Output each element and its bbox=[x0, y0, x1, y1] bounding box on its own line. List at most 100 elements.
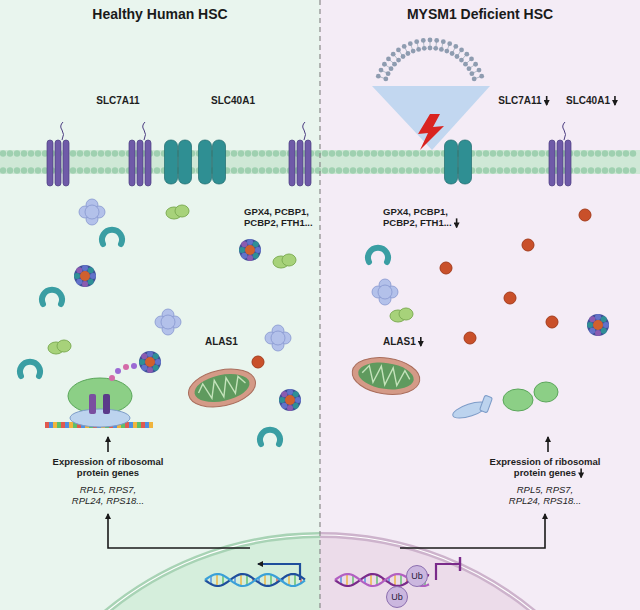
ferritin-cage-part bbox=[82, 265, 88, 271]
cell-membrane-part bbox=[511, 150, 517, 156]
cell-membrane-part bbox=[273, 150, 279, 156]
cell-membrane-part bbox=[336, 167, 342, 173]
lipid-vesicle-part bbox=[439, 47, 444, 52]
lipid-vesicle-part bbox=[389, 66, 394, 71]
cell-membrane-part bbox=[490, 150, 496, 156]
cell-membrane-part bbox=[364, 150, 370, 156]
slc7a11-transporter-part bbox=[289, 140, 295, 186]
dna-helix-part bbox=[205, 574, 305, 586]
mitochondrion-part bbox=[192, 369, 252, 406]
protein-blob bbox=[155, 309, 181, 335]
cell-membrane-part bbox=[350, 167, 356, 173]
annotation-label: RPL5, RPS7, RPL24, RPS18... bbox=[501, 484, 589, 507]
slc7a11-transporter bbox=[129, 122, 151, 186]
ferritin-cage-part bbox=[139, 359, 145, 365]
iron-ion bbox=[504, 292, 516, 304]
cell-membrane-part bbox=[378, 167, 384, 173]
left-background bbox=[0, 0, 320, 610]
ubiquitin-circle: Ub bbox=[386, 586, 408, 608]
mitochondrion-part bbox=[361, 364, 411, 389]
cell-membrane-part bbox=[238, 150, 244, 156]
cell-membrane-part bbox=[154, 167, 160, 173]
ribosome-part bbox=[49, 422, 53, 428]
cell-membrane-part bbox=[280, 150, 286, 156]
cell-membrane-part bbox=[7, 167, 13, 173]
lipid-vesicle-part bbox=[401, 54, 406, 59]
lipid-vesicle-part bbox=[477, 68, 482, 73]
protein-crescent bbox=[260, 430, 280, 444]
cell-membrane-part bbox=[574, 150, 580, 156]
cell-membrane-part bbox=[504, 167, 510, 173]
lipid-vesicle-part bbox=[416, 47, 421, 52]
lipid-vesicle-part bbox=[433, 46, 438, 51]
annotation-label: ALAS1 bbox=[383, 336, 416, 348]
ferritin-cage-part bbox=[587, 322, 593, 328]
protein-blob bbox=[48, 340, 71, 354]
ribosome-part bbox=[145, 422, 149, 428]
cell-membrane-part bbox=[252, 167, 258, 173]
repression-symbol-part bbox=[459, 557, 461, 571]
dna-helix-part bbox=[400, 574, 401, 585]
ribosome-part bbox=[69, 422, 73, 428]
cell-membrane-part bbox=[399, 167, 405, 173]
iron-ion bbox=[440, 262, 452, 274]
ferritin-cage-part bbox=[247, 255, 253, 261]
ferritin-cage-part bbox=[147, 367, 153, 373]
lipid-vesicle-part bbox=[428, 38, 433, 43]
dna-helix-part bbox=[216, 574, 217, 586]
ferritin-cage-part bbox=[593, 320, 603, 330]
protein-blob-part bbox=[161, 315, 175, 329]
cell-membrane-part bbox=[21, 167, 27, 173]
lipid-vesicle-part bbox=[408, 41, 413, 46]
protein-blob-part bbox=[282, 254, 296, 266]
annotation-label: RPL5, RPS7, RPL24, RPS18... bbox=[64, 484, 152, 507]
ribosome-part bbox=[61, 422, 65, 428]
cell-membrane-part bbox=[371, 150, 377, 156]
cell-membrane-part bbox=[280, 167, 286, 173]
annotation-label: GPX4, PCBP1, PCBP2, FTH1... bbox=[244, 206, 324, 229]
cell-membrane-part bbox=[630, 167, 636, 173]
lipid-vesicle-part bbox=[386, 57, 391, 62]
condition-panel: MYSM1 Deficient HSCUbUb bbox=[320, 0, 640, 610]
dna-helix-part bbox=[240, 574, 241, 586]
cell-membrane-part bbox=[406, 150, 412, 156]
cell-membrane-part bbox=[119, 167, 125, 173]
cell-membrane-part bbox=[7, 150, 13, 156]
cell-membrane-part bbox=[497, 150, 503, 156]
cell-membrane-part bbox=[84, 150, 90, 156]
cell-membrane-part bbox=[77, 167, 83, 173]
lipid-vesicle-part bbox=[391, 52, 396, 57]
slc40a1-transporter-part bbox=[213, 140, 226, 184]
ribosome-part bbox=[57, 422, 61, 428]
ferritin-cage-part bbox=[253, 253, 259, 259]
cell-membrane-part bbox=[518, 167, 524, 173]
slc40a1-transporter-part bbox=[199, 140, 212, 184]
ferritin-cage bbox=[279, 389, 301, 411]
cell-membrane-part bbox=[0, 167, 6, 173]
cell-membrane-part bbox=[154, 150, 160, 156]
nucleus-part bbox=[320, 535, 640, 610]
cell-membrane-part bbox=[434, 167, 440, 173]
ferritin-cage-part bbox=[90, 273, 96, 279]
cell-membrane-part bbox=[595, 167, 601, 173]
slc40a1-transporter-part bbox=[459, 140, 472, 184]
iron-ion bbox=[252, 356, 264, 368]
slc7a11-transporter-part bbox=[297, 140, 303, 186]
cell-membrane-part bbox=[238, 167, 244, 173]
cell-membrane-part bbox=[385, 167, 391, 173]
dna-helix-part bbox=[246, 575, 247, 585]
cell-membrane-part bbox=[378, 150, 384, 156]
dna-helix-part bbox=[370, 574, 371, 586]
dna-helix-part bbox=[264, 574, 265, 585]
cell-membrane-part bbox=[329, 150, 335, 156]
cell-membrane-part bbox=[595, 150, 601, 156]
dna-helix-part bbox=[294, 574, 295, 586]
ferritin-cage-part bbox=[293, 403, 299, 409]
protein-blob-part bbox=[378, 285, 392, 299]
lipid-vesicle-part bbox=[467, 66, 472, 71]
cell-membrane-part bbox=[91, 167, 97, 173]
cell-membrane-part bbox=[581, 150, 587, 156]
ferritin-cage-part bbox=[245, 245, 255, 255]
ribosome-part bbox=[103, 394, 110, 414]
